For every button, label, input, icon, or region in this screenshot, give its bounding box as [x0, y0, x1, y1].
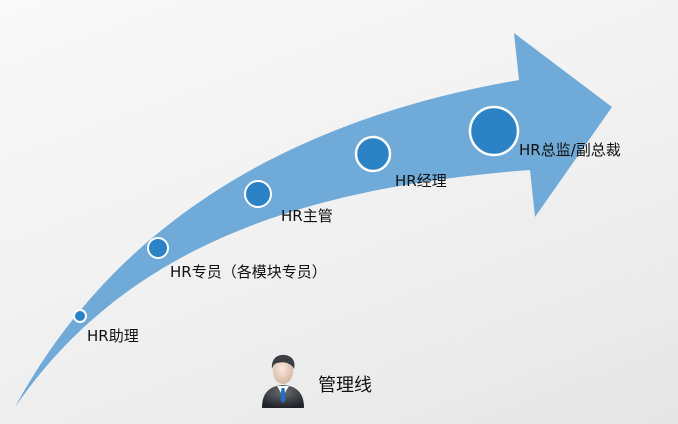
stage-node-hr-manager: [354, 135, 392, 173]
stage-label-hr-director: HR总监/副总裁: [519, 141, 621, 159]
stage-label-hr-supervisor: HR主管: [281, 207, 333, 225]
stage-label-hr-assistant: HR助理: [87, 327, 139, 345]
businessman-avatar-icon: [262, 354, 304, 408]
stage-node-hr-director: [468, 105, 520, 157]
stage-label-hr-manager: HR经理: [395, 172, 447, 190]
stage-node-hr-assistant: [73, 309, 87, 323]
stage-label-hr-specialist: HR专员（各模块专员）: [170, 263, 327, 281]
stage-node-hr-specialist: [147, 237, 169, 259]
stage-node-hr-supervisor: [244, 180, 272, 208]
growth-arrow: [15, 33, 612, 407]
legend-label: 管理线: [318, 375, 372, 396]
